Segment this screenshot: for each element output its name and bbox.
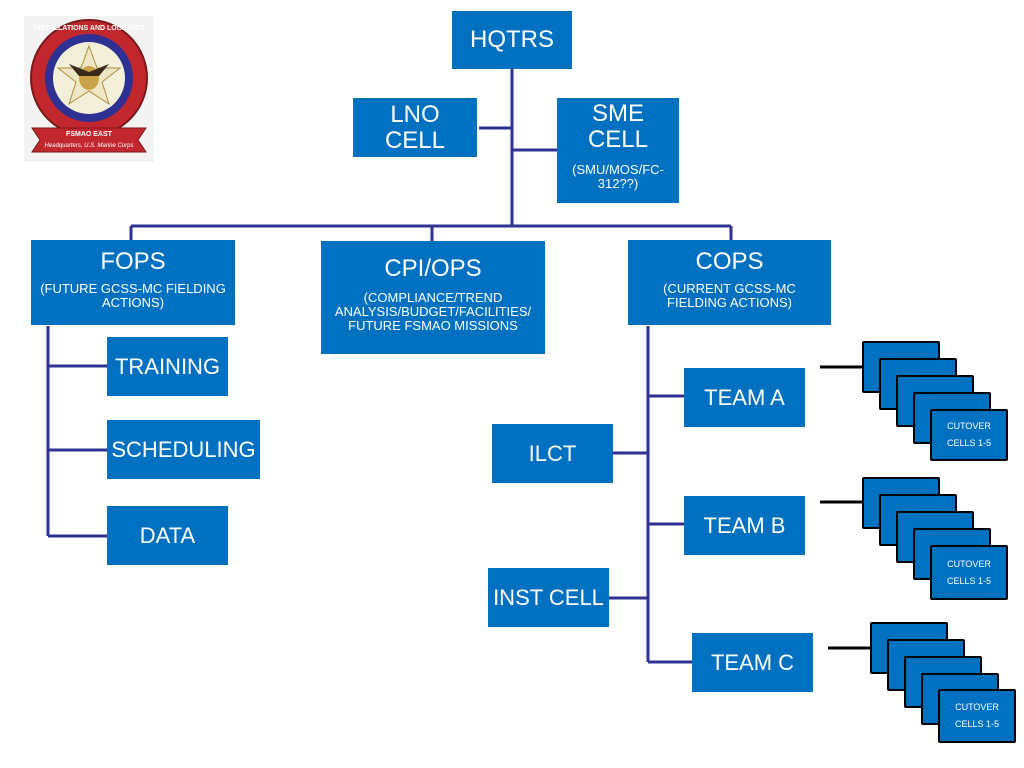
ilct-box: ILCT	[492, 424, 613, 483]
inst-cell-label: INST CELL	[493, 584, 604, 610]
emblem-ring-text: INSTALLATIONS AND LOGISTICS	[33, 25, 145, 32]
data-label: DATA	[139, 522, 196, 548]
team-a-label: TEAM A	[704, 384, 785, 410]
team-a-box: TEAM A	[684, 368, 805, 427]
emblem-banner-text: FSMAO EAST	[66, 131, 113, 138]
cops-box: COPS (CURRENT GCSS-MC FIELDING ACTIONS)	[628, 240, 831, 325]
cpi-ops-box: CPI/OPS (COMPLIANCE/TREND ANALYSIS/BUDGE…	[321, 241, 545, 354]
lno-cell-box: LNO CELL	[353, 98, 477, 157]
data-box: DATA	[107, 506, 228, 565]
fops-box: FOPS (FUTURE GCSS-MC FIELDING ACTIONS)	[31, 240, 235, 325]
team-c-label: TEAM C	[710, 649, 795, 675]
scheduling-box: SCHEDULING	[107, 420, 260, 479]
team-b-box: TEAM B	[684, 496, 805, 555]
fops-sub: (FUTURE GCSS-MC FIELDING ACTIONS)	[40, 281, 226, 310]
cutover-line2: CELLS 1-5	[954, 719, 1000, 729]
training-box: TRAINING	[107, 337, 228, 396]
training-label: TRAINING	[114, 353, 221, 379]
cutover-card-front: CUTOVER CELLS 1-5	[938, 689, 1016, 743]
hqtrs-box: HQTRS	[452, 11, 572, 69]
cpi-ops-title: CPI/OPS	[384, 255, 482, 282]
cpi-ops-sub: (COMPLIANCE/TREND ANALYSIS/BUDGET/FACILI…	[334, 290, 532, 333]
cutover-card-front: CUTOVER CELLS 1-5	[930, 545, 1008, 600]
cops-sub: (CURRENT GCSS-MC FIELDING ACTIONS)	[663, 281, 796, 310]
lno-cell-label: LNO CELL	[384, 100, 446, 154]
sme-cell-title: SME CELL	[587, 100, 649, 153]
emblem-bottom-text: Headquarters, U.S. Marine Corps	[44, 143, 133, 149]
fops-title: FOPS	[100, 248, 166, 275]
cops-title: COPS	[695, 248, 764, 275]
hqtrs-label: HQTRS	[470, 26, 554, 53]
inst-cell-box: INST CELL	[488, 568, 609, 627]
cutover-line1: CUTOVER	[947, 558, 991, 569]
cutover-line1: CUTOVER	[947, 421, 991, 431]
team-c-box: TEAM C	[692, 633, 813, 692]
scheduling-label: SCHEDULING	[111, 436, 256, 462]
cutover-line1: CUTOVER	[955, 702, 999, 712]
sme-cell-box: SME CELL (SMU/MOS/FC-312??)	[557, 98, 679, 203]
emblem-graphic: INSTALLATIONS AND LOGISTICS FSMAO EAST H…	[30, 19, 148, 153]
cutover-line2: CELLS 1-5	[946, 438, 992, 448]
logo-emblem: INSTALLATIONS AND LOGISTICS FSMAO EAST H…	[24, 16, 154, 162]
sme-cell-sub: (SMU/MOS/FC-312??)	[572, 162, 664, 191]
ilct-label: ILCT	[528, 440, 577, 466]
team-b-label: TEAM B	[703, 512, 786, 538]
cutover-line2: CELLS 1-5	[946, 575, 992, 586]
cutover-card-front: CUTOVER CELLS 1-5	[930, 409, 1008, 461]
